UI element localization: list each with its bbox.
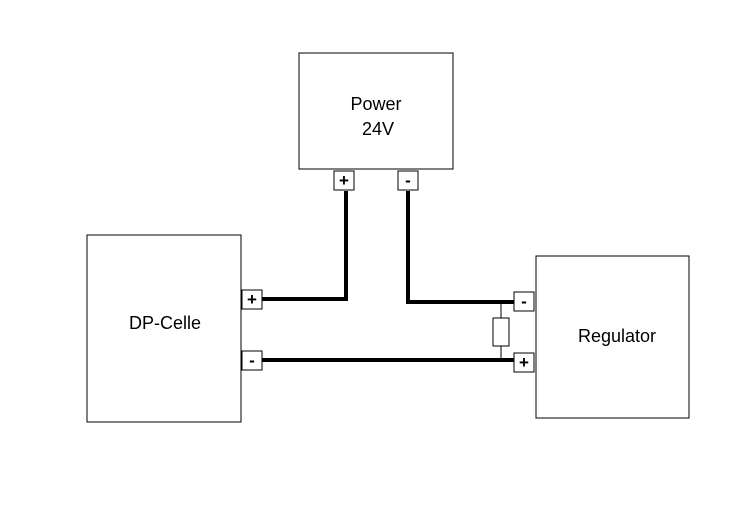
power-minus-terminal: [397, 170, 419, 191]
dp-celle-label: DP-Celle: [129, 313, 201, 333]
dp-celle-plus-terminal-label: +: [247, 290, 257, 309]
dp-celle-plus-terminal: [241, 289, 263, 310]
dp-celle-minus-terminal: [241, 350, 263, 371]
dp-celle-box: [86, 234, 242, 423]
regulator-plus-terminal-label: +: [519, 353, 529, 372]
regulator-plus-terminal: [513, 352, 535, 373]
regulator-box: [535, 255, 690, 419]
regulator-minus-terminal-label: -: [521, 292, 527, 311]
regulator-minus-terminal: [513, 291, 535, 312]
power-plus-terminal: [333, 170, 355, 191]
resistor: [492, 317, 510, 347]
dp-celle-minus-terminal-label: -: [249, 351, 255, 370]
regulator-label: Regulator: [578, 326, 656, 346]
wire-power-minus-to-regulator-minus: [406, 191, 514, 304]
power-plus-terminal-label: +: [339, 171, 349, 190]
wire-power-plus-to-dp-plus: [262, 191, 348, 301]
power-box: [298, 52, 454, 170]
power-label-line1: Power: [350, 94, 401, 114]
power-label-line2: 24V: [362, 119, 394, 139]
power-minus-terminal-label: -: [405, 171, 411, 190]
